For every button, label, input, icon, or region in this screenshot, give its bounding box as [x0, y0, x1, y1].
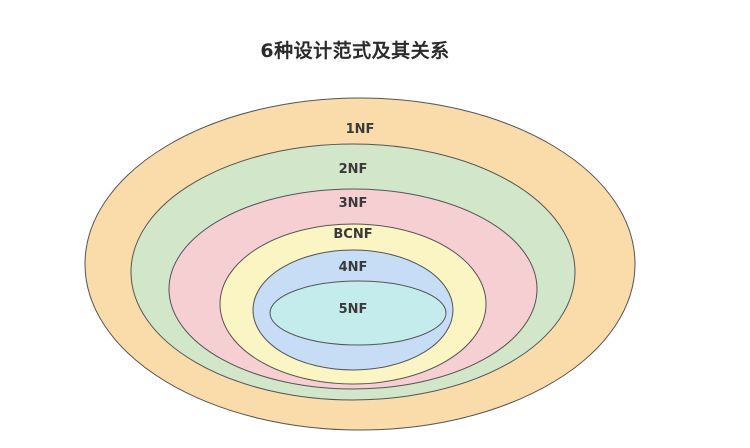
- label-2nf: 2NF: [339, 162, 368, 177]
- label-5nf: 5NF: [339, 302, 368, 317]
- diagram-title: 6种设计范式及其关系: [260, 40, 450, 62]
- ellipse-5nf-group: 5NF: [269, 280, 447, 346]
- ellipse-5nf: [269, 280, 447, 346]
- label-1nf: 1NF: [346, 122, 375, 137]
- label-4nf: 4NF: [339, 260, 368, 275]
- label-bcnf: BCNF: [333, 227, 372, 242]
- label-3nf: 3NF: [339, 196, 368, 211]
